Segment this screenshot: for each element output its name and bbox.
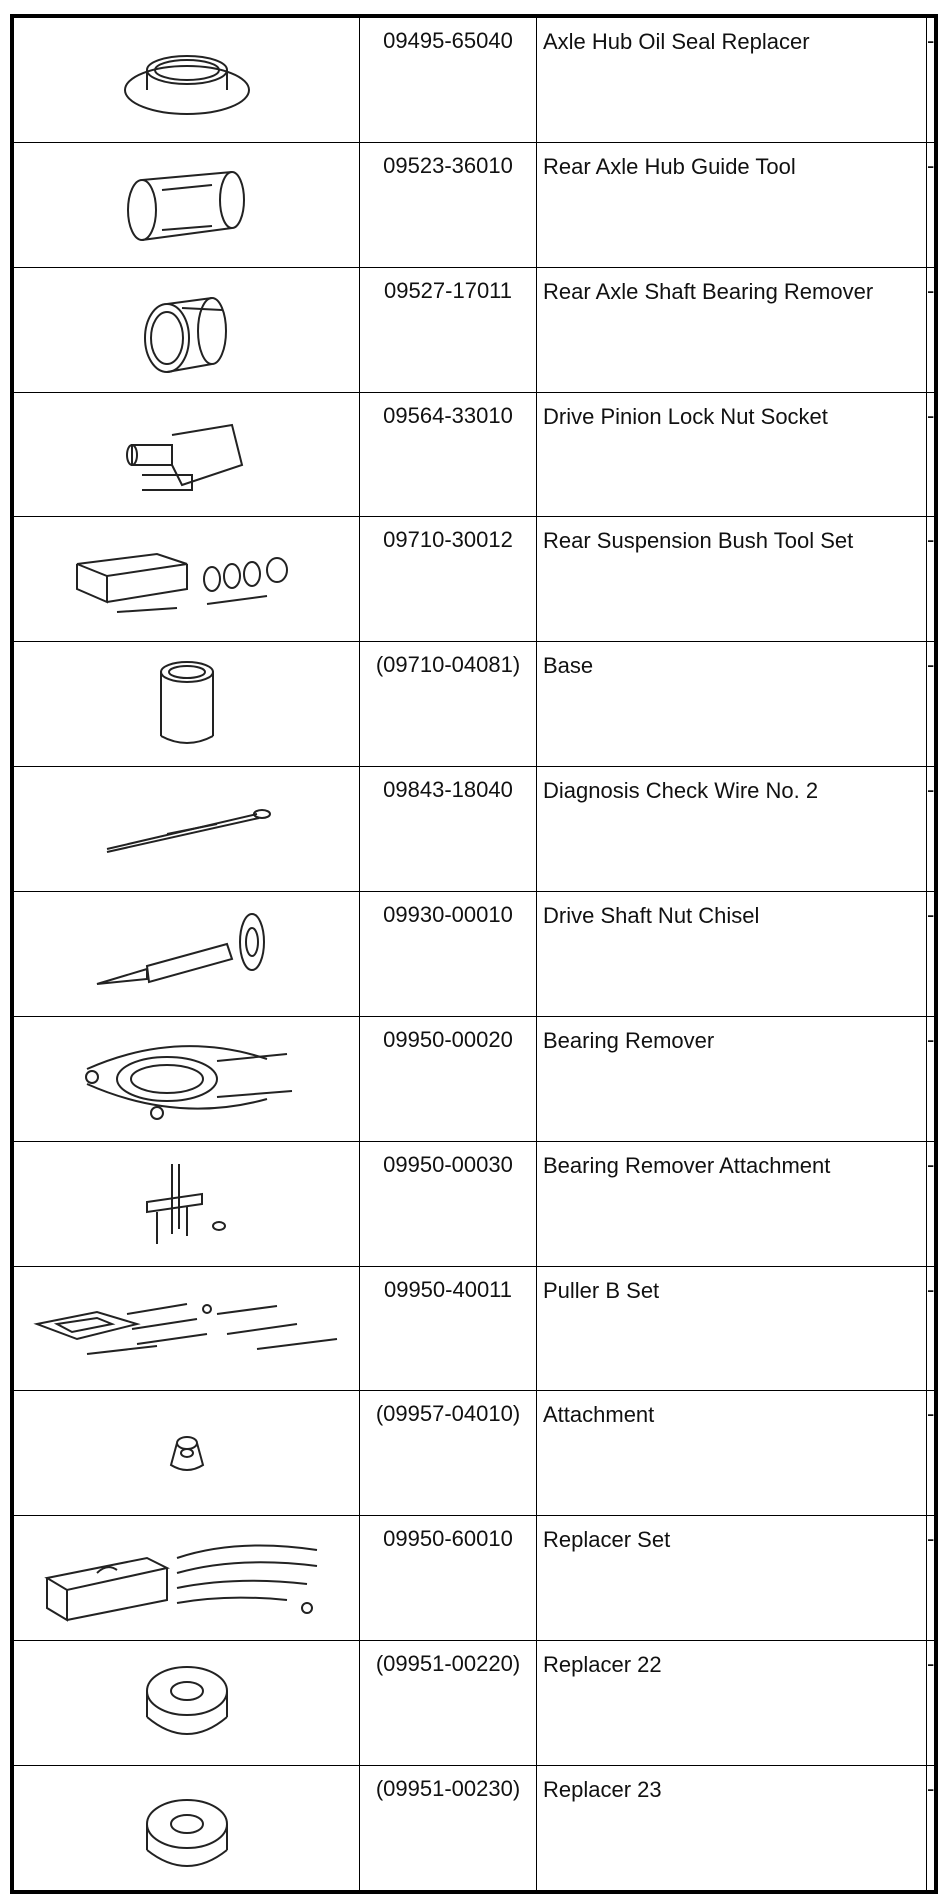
part-number: (09951-00220) xyxy=(359,1640,537,1767)
remark: - xyxy=(926,641,935,768)
tool-name: Puller B Set xyxy=(536,1265,927,1392)
seal-replacer-icon xyxy=(123,54,250,115)
remark: - xyxy=(926,141,935,268)
table-row: 09950-00020 Bearing Remover - xyxy=(13,1015,935,1142)
remover-attachment-icon xyxy=(145,1163,226,1244)
remark: - xyxy=(926,17,935,143)
tool-illustration-cell xyxy=(13,891,360,1017)
guide-tool-icon xyxy=(126,170,245,241)
tool-illustration-cell xyxy=(13,766,360,893)
part-number: 09950-40011 xyxy=(359,1265,537,1392)
table-row: 09523-36010 Rear Axle Hub Guide Tool - xyxy=(13,141,935,268)
tool-name: Base xyxy=(536,641,927,768)
tool-illustration-cell xyxy=(13,1390,360,1517)
tool-name: Bearing Remover Attachment xyxy=(536,1140,927,1267)
part-number: 09843-18040 xyxy=(359,766,537,893)
table-row: 09950-00030 Bearing Remover Attachment - xyxy=(13,1140,935,1267)
check-wire-icon xyxy=(106,809,271,854)
tool-name: Diagnosis Check Wire No. 2 xyxy=(536,766,927,893)
tool-name: Replacer 23 xyxy=(536,1765,927,1891)
table-row: (09951-00220) Replacer 22 - xyxy=(13,1640,935,1767)
part-number: 09523-36010 xyxy=(359,141,537,268)
part-number: 09495-65040 xyxy=(359,17,537,143)
tool-illustration-cell xyxy=(13,1265,360,1392)
tool-name: Drive Shaft Nut Chisel xyxy=(536,891,927,1017)
table-row: 09843-18040 Diagnosis Check Wire No. 2 - xyxy=(13,766,935,893)
table-row: 09527-17011 Rear Axle Shaft Bearing Remo… xyxy=(13,266,935,393)
remark: - xyxy=(926,1265,935,1392)
remark: - xyxy=(926,1140,935,1267)
table-row: (09710-04081) Base - xyxy=(13,641,935,768)
table-row: (09957-04010) Attachment - xyxy=(13,1390,935,1517)
part-number: 09950-60010 xyxy=(359,1515,537,1642)
remark: - xyxy=(926,1640,935,1767)
remark: - xyxy=(926,516,935,643)
replacer-ring-icon xyxy=(145,1666,228,1736)
tool-illustration-cell xyxy=(13,141,360,268)
table-row: 09930-00010 Drive Shaft Nut Chisel - xyxy=(13,891,935,1017)
part-number: 09564-33010 xyxy=(359,391,537,518)
tool-name: Rear Axle Hub Guide Tool xyxy=(536,141,927,268)
part-number: 09710-30012 xyxy=(359,516,537,643)
tool-illustration-cell xyxy=(13,1765,360,1891)
attachment-icon xyxy=(169,1436,204,1472)
puller-set-icon xyxy=(32,1302,337,1355)
remark: - xyxy=(926,266,935,393)
tool-name: Rear Suspension Bush Tool Set xyxy=(536,516,927,643)
remark: - xyxy=(926,1515,935,1642)
special-service-tools-table: 09495-65040 Axle Hub Oil Seal Replacer -… xyxy=(13,17,935,1891)
table-row: 09710-30012 Rear Suspension Bush Tool Se… xyxy=(13,516,935,643)
tool-illustration-cell xyxy=(13,641,360,768)
replacer-ring-icon xyxy=(145,1799,228,1868)
replacer-set-icon xyxy=(43,1544,317,1623)
table-row: 09564-33010 Drive Pinion Lock Nut Socket… xyxy=(13,391,935,518)
table-row: 09495-65040 Axle Hub Oil Seal Replacer - xyxy=(13,17,935,143)
remark: - xyxy=(926,1390,935,1517)
part-number: 09930-00010 xyxy=(359,891,537,1017)
remark: - xyxy=(926,1015,935,1142)
tool-name: Rear Axle Shaft Bearing Remover xyxy=(536,266,927,393)
table-row: 09950-60010 Replacer Set - xyxy=(13,1515,935,1642)
tool-name: Attachment xyxy=(536,1390,927,1517)
sst-table-frame: 09495-65040 Axle Hub Oil Seal Replacer -… xyxy=(10,14,938,1894)
tool-illustration-cell xyxy=(13,1515,360,1642)
lock-nut-socket-icon xyxy=(125,423,243,491)
tool-name: Axle Hub Oil Seal Replacer xyxy=(536,17,927,143)
remark: - xyxy=(926,1765,935,1891)
base-cylinder-icon xyxy=(159,661,214,745)
tool-illustration-cell xyxy=(13,1140,360,1267)
tool-name: Replacer Set xyxy=(536,1515,927,1642)
table-row: 09950-40011 Puller B Set - xyxy=(13,1265,935,1392)
tool-illustration-cell xyxy=(13,516,360,643)
part-number: 09527-17011 xyxy=(359,266,537,393)
part-number: (09951-00230) xyxy=(359,1765,537,1891)
tool-name: Bearing Remover xyxy=(536,1015,927,1142)
bush-tool-set-icon xyxy=(75,553,288,614)
remark: - xyxy=(926,891,935,1017)
bearing-remover-cup-icon xyxy=(143,296,227,373)
tool-name: Replacer 22 xyxy=(536,1640,927,1767)
part-number: 09950-00020 xyxy=(359,1015,537,1142)
table-row: (09951-00230) Replacer 23 - xyxy=(13,1765,935,1891)
tool-illustration-cell xyxy=(13,266,360,393)
part-number: 09950-00030 xyxy=(359,1140,537,1267)
tool-illustration-cell xyxy=(13,1015,360,1142)
part-number: (09957-04010) xyxy=(359,1390,537,1517)
remark: - xyxy=(926,391,935,518)
part-number: (09710-04081) xyxy=(359,641,537,768)
tool-illustration-cell xyxy=(13,1640,360,1767)
tool-name: Drive Pinion Lock Nut Socket xyxy=(536,391,927,518)
bearing-remover-icon xyxy=(84,1044,292,1120)
tool-illustration-cell xyxy=(13,17,360,143)
chisel-icon xyxy=(96,912,265,985)
remark: - xyxy=(926,766,935,893)
tool-illustration-cell xyxy=(13,391,360,518)
